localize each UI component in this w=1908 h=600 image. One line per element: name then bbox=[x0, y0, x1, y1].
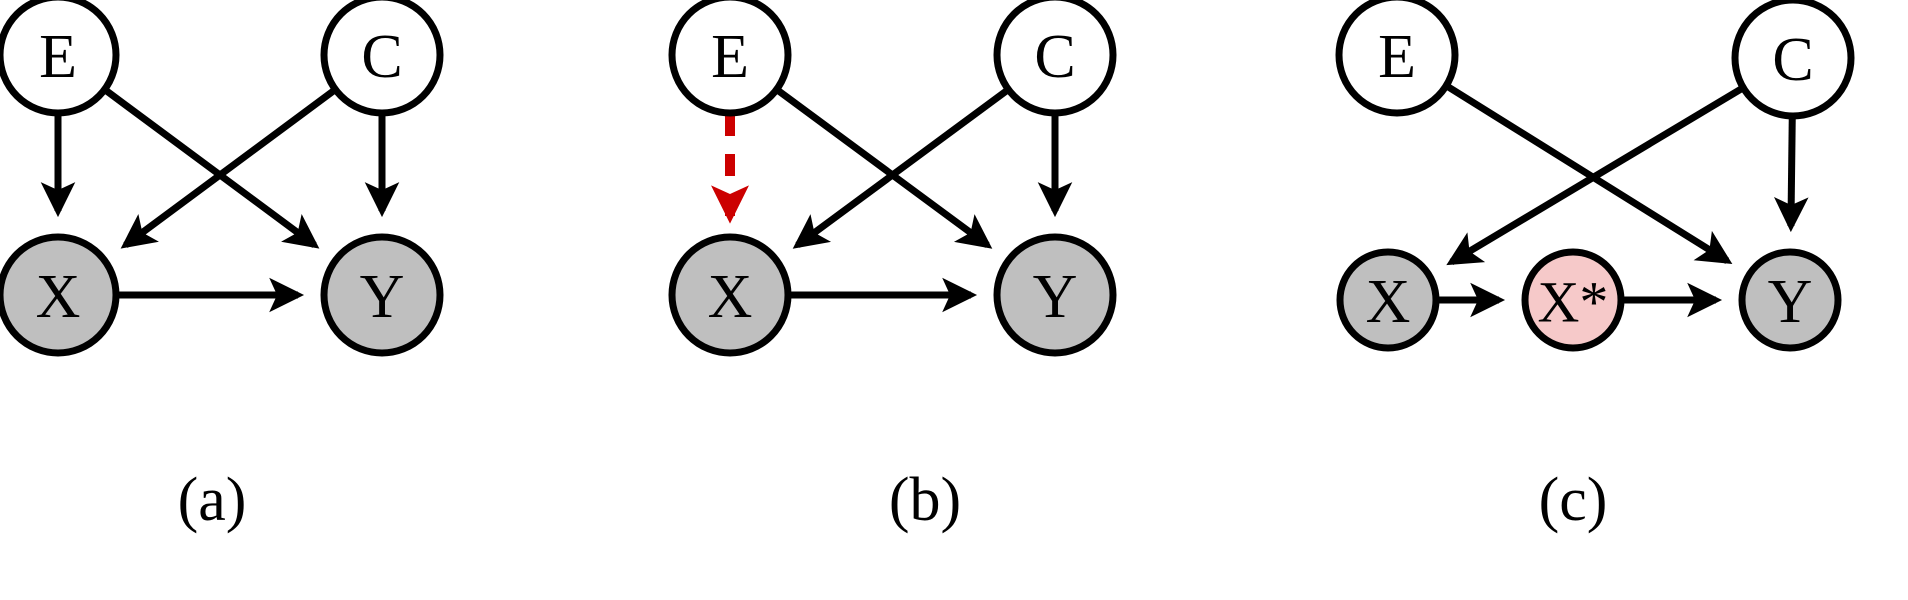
node-circle-c-Y bbox=[1738, 248, 1842, 352]
caption-panel-c: (c) bbox=[1539, 466, 1608, 534]
edges-layer bbox=[40, 83, 1809, 318]
node-circle-a-Y bbox=[320, 233, 444, 357]
edge-b-C-X bbox=[792, 87, 1010, 249]
node-label-b-C: C bbox=[1034, 23, 1075, 91]
node-circle-a-E bbox=[0, 0, 120, 117]
node-circle-c-X bbox=[1336, 248, 1440, 352]
node-label-a-X: X bbox=[36, 263, 81, 331]
node-label-c-Xs: X* bbox=[1538, 270, 1609, 335]
edge-c-E-Y bbox=[1445, 83, 1733, 265]
node-label-b-X: X bbox=[708, 263, 753, 331]
node-circle-b-X bbox=[668, 233, 792, 357]
node-c-C: C bbox=[1731, 0, 1855, 120]
node-a-X: X bbox=[0, 233, 120, 357]
node-a-E: E bbox=[0, 0, 120, 117]
node-c-X: X bbox=[1336, 248, 1440, 352]
node-label-c-E: E bbox=[1378, 23, 1416, 91]
node-label-a-E: E bbox=[39, 23, 77, 91]
node-circle-c-C bbox=[1731, 0, 1855, 120]
node-circle-b-E bbox=[668, 0, 792, 117]
edge-c-C-Y bbox=[1773, 116, 1809, 233]
node-circle-b-C bbox=[993, 0, 1117, 117]
edge-a-E-Y bbox=[103, 87, 320, 249]
node-circle-a-X bbox=[0, 233, 120, 357]
nodes-layer: E C X Y E C X Y E C X X* Y bbox=[0, 0, 1855, 357]
node-b-Y: Y bbox=[993, 233, 1117, 357]
node-a-Y: Y bbox=[320, 233, 444, 357]
node-label-a-C: C bbox=[361, 23, 402, 91]
node-b-E: E bbox=[668, 0, 792, 117]
node-circle-a-C bbox=[320, 0, 444, 117]
node-label-a-Y: Y bbox=[360, 263, 405, 331]
edge-a-C-X bbox=[120, 87, 337, 249]
node-circle-b-Y bbox=[993, 233, 1117, 357]
node-label-b-E: E bbox=[711, 23, 749, 91]
node-label-b-Y: Y bbox=[1033, 263, 1078, 331]
node-a-C: C bbox=[320, 0, 444, 117]
caption-panel-b: (b) bbox=[889, 466, 961, 534]
node-label-c-X: X bbox=[1366, 268, 1411, 336]
captions-layer: (a) (b) (c) bbox=[178, 466, 1608, 534]
node-c-Y: Y bbox=[1738, 248, 1842, 352]
caption-panel-a: (a) bbox=[178, 466, 247, 534]
node-b-X: X bbox=[668, 233, 792, 357]
node-circle-c-E bbox=[1335, 0, 1459, 117]
node-circle-c-Xs bbox=[1521, 248, 1625, 352]
node-c-E: E bbox=[1335, 0, 1459, 117]
node-label-c-Y: Y bbox=[1768, 268, 1813, 336]
edge-b-E-Y bbox=[775, 87, 993, 249]
edge-c-C-X bbox=[1446, 85, 1745, 266]
node-b-C: C bbox=[993, 0, 1117, 117]
node-label-c-C: C bbox=[1772, 26, 1813, 94]
node-c-Xs: X* bbox=[1521, 248, 1625, 352]
